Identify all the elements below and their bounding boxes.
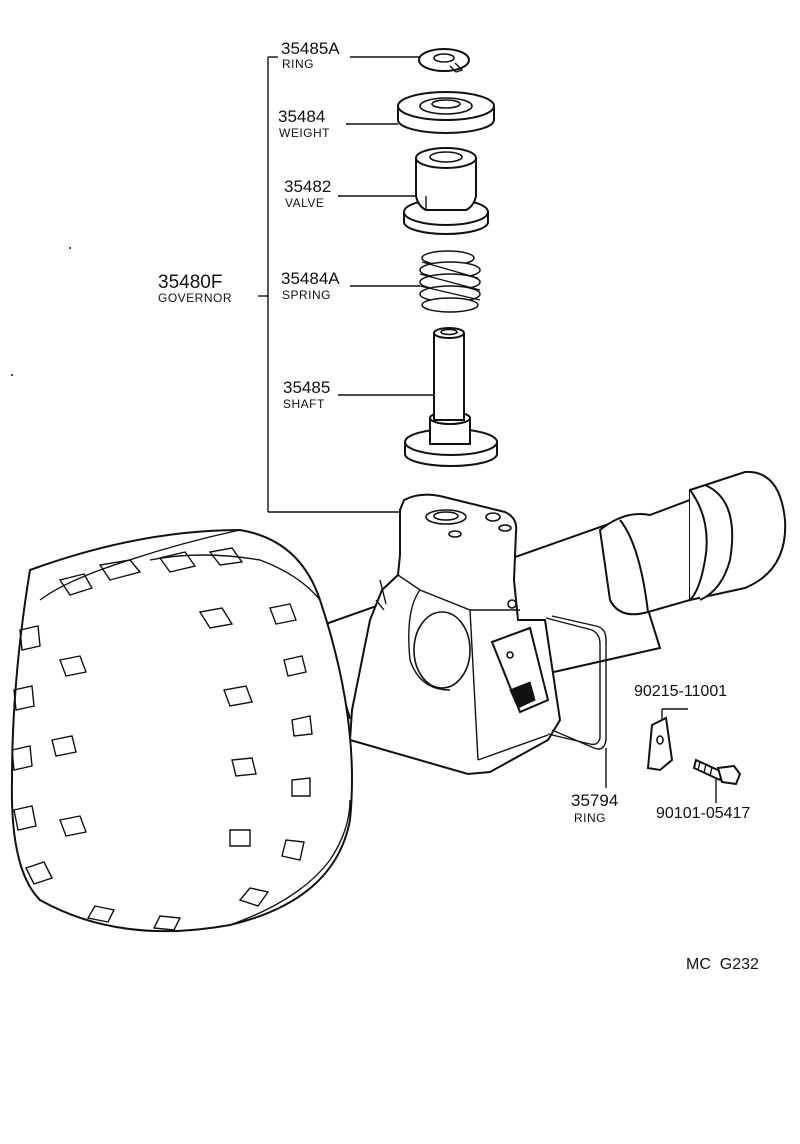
part-label-90101-05417: 90101-05417 [656,805,750,822]
governor-body-drawing [348,493,562,776]
part-label-35485a: 35485A RING [281,39,340,71]
scan-speck [11,374,13,376]
part-label-35484: 35484 WEIGHT [278,107,330,140]
part-label-35482: 35482 VALVE [284,177,331,210]
bolt-90101-05417-drawing [692,758,742,786]
svg-text:35485: 35485 [283,378,330,397]
valve-35482-drawing [403,147,489,235]
svg-text:SHAFT: SHAFT [283,397,325,411]
svg-text:35480F: 35480F [158,272,222,293]
gear-drum-drawing [10,528,353,933]
svg-text:90101-05417: 90101-05417 [656,805,750,822]
assembly-label-35480f: 35480F GOVERNOR [158,272,232,305]
svg-text:90215-11001: 90215-11001 [634,683,727,700]
svg-text:WEIGHT: WEIGHT [279,126,330,140]
svg-text:35484: 35484 [278,107,325,126]
clip-90215-11001-drawing [646,716,674,772]
part-label-35794: 35794 RING [571,791,618,825]
assembly-bracket [258,56,400,513]
part-label-90215-11001: 90215-11001 [634,683,727,700]
shaft-35485-drawing [404,327,498,467]
svg-text:SPRING: SPRING [282,288,331,302]
part-label-35485: 35485 SHAFT [283,378,330,411]
scan-speck [69,247,71,249]
weight-35484-drawing [397,91,495,134]
ring-35485a-drawing [418,48,470,73]
svg-text:35485A: 35485A [281,39,340,58]
part-label-35484a: 35484A SPRING [281,269,340,302]
svg-text:VALVE: VALVE [285,196,324,210]
svg-text:GOVERNOR: GOVERNOR [158,291,232,305]
svg-text:35482: 35482 [284,177,331,196]
svg-text:RING: RING [574,811,606,825]
spring-35484a-drawing [419,250,481,313]
svg-text:35794: 35794 [571,791,618,810]
svg-text:35484A: 35484A [281,269,340,288]
ring-35794-drawing [545,615,607,750]
svg-text:MC G232: MC G232 [686,956,759,973]
drawing-code: MC G232 [686,956,759,973]
svg-text:RING: RING [282,57,314,71]
